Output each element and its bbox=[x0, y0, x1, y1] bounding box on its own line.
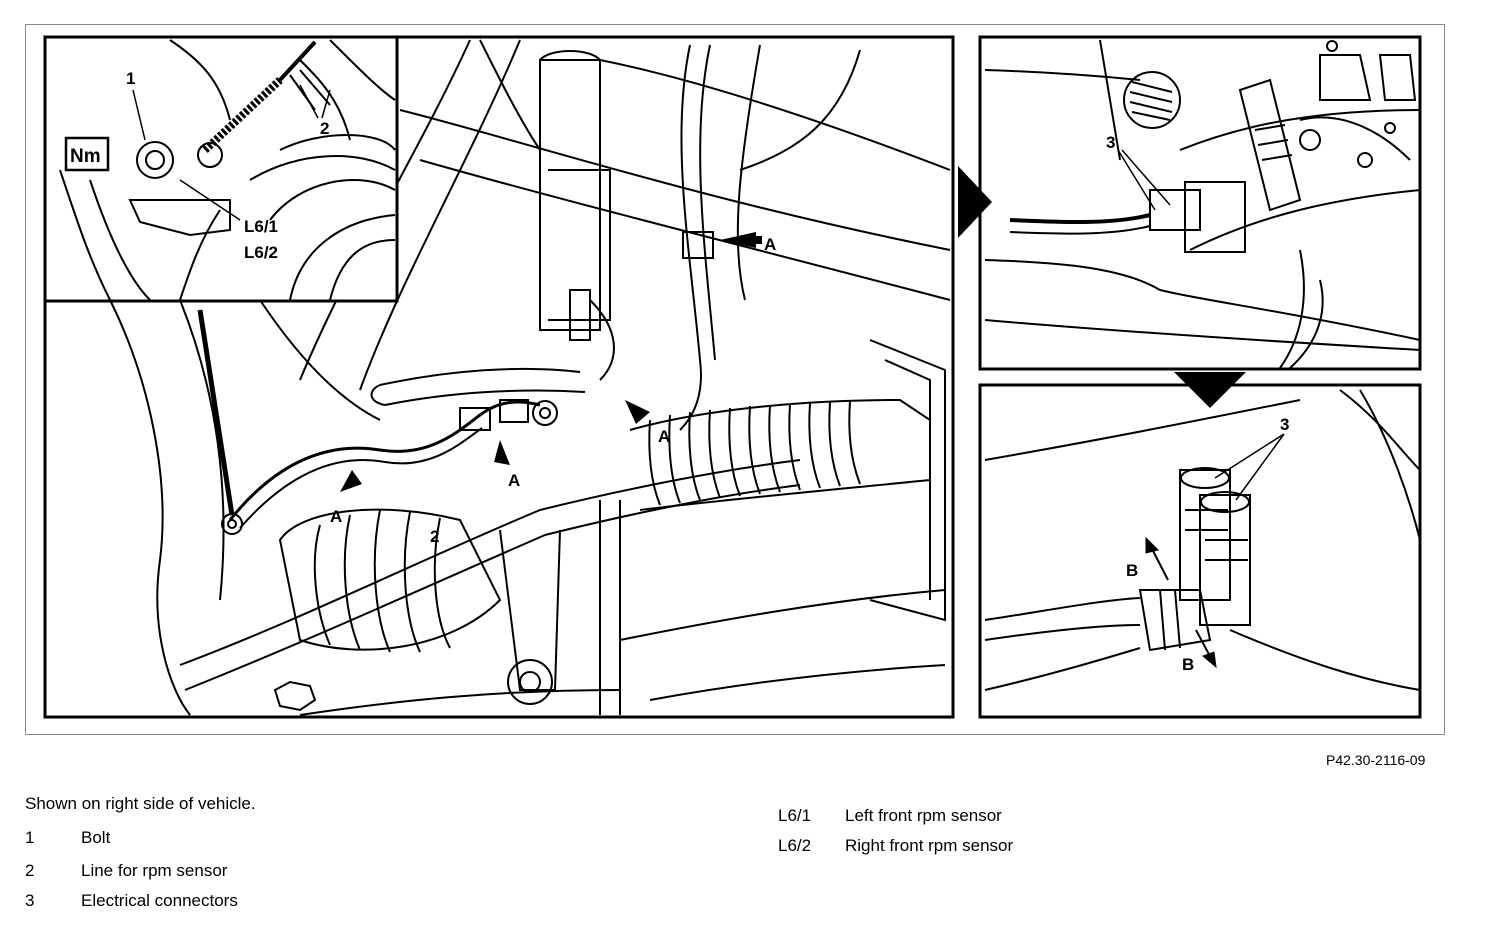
figure-frame bbox=[25, 24, 1445, 735]
callout-2-main: 2 bbox=[430, 527, 439, 546]
detail-inset: Nm 1 2 L6/1 L6/2 bbox=[43, 35, 399, 303]
main-panel: A A A A 2 bbox=[43, 35, 955, 719]
legend-key: 3 bbox=[25, 891, 35, 910]
callout-a-left: A bbox=[330, 507, 342, 526]
legend-key: 2 bbox=[25, 861, 35, 880]
callout-b-upper: B bbox=[1126, 561, 1138, 580]
legend-text: Right front rpm sensor bbox=[845, 836, 1014, 855]
connector-detail-top: 3 bbox=[978, 35, 1422, 371]
legend-text: Electrical connectors bbox=[81, 891, 238, 910]
callout-l6-1: L6/1 bbox=[244, 217, 278, 236]
callout-3-top: 3 bbox=[1106, 133, 1115, 152]
legend-key: L6/2 bbox=[778, 836, 812, 855]
callout-1: 1 bbox=[126, 69, 135, 88]
right-arrow bbox=[958, 166, 992, 238]
caption-intro: Shown on right side of vehicle. bbox=[25, 794, 256, 813]
torque-symbol: Nm bbox=[70, 146, 101, 167]
legend-key: L6/1 bbox=[778, 806, 812, 825]
figure-reference-code: P42.30-2116-09 bbox=[1326, 752, 1426, 768]
legend-text: Bolt bbox=[81, 828, 111, 847]
callout-a-top: A bbox=[764, 235, 776, 254]
callout-b-lower: B bbox=[1182, 655, 1194, 674]
callout-3-bottom: 3 bbox=[1280, 415, 1289, 434]
legend-key: 1 bbox=[25, 828, 35, 847]
connector-detail-bottom: B B 3 bbox=[978, 383, 1422, 719]
legend-text: Line for rpm sensor bbox=[81, 861, 228, 880]
callout-a-center: A bbox=[508, 471, 520, 490]
callout-a-right: A bbox=[658, 427, 670, 446]
callout-l6-2: L6/2 bbox=[244, 243, 278, 262]
legend-text: Left front rpm sensor bbox=[845, 806, 1002, 825]
down-arrow bbox=[1174, 372, 1246, 408]
callout-2-inset: 2 bbox=[320, 119, 329, 138]
